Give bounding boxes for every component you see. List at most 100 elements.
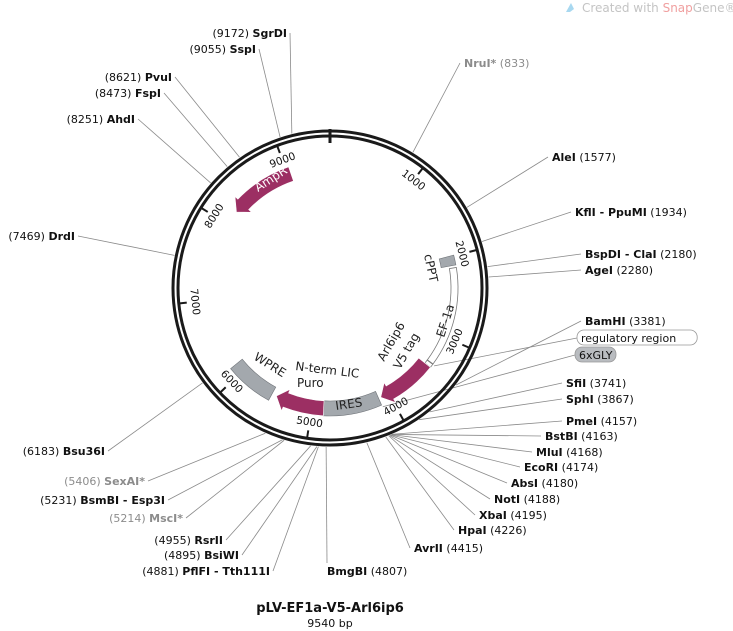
callouts: regulatory region 6xGLY [574,329,698,363]
enzyme-name: BsmBI - Esp3I [80,494,165,507]
enzyme-name: AleI [552,151,576,164]
enzyme-site[interactable]: HpaI (4226) [458,524,527,537]
enzyme-leader-line [366,442,411,549]
enzyme-leader-line [174,76,240,158]
enzyme-site[interactable]: MluI (4168) [536,446,603,459]
enzyme-site[interactable]: (5406) SexAI* [64,475,145,488]
callout-label[interactable]: 6xGLY [579,349,613,362]
enzyme-site[interactable]: AleI (1577) [552,151,616,164]
enzyme-name: BspDI - ClaI [585,248,657,261]
enzyme-site[interactable]: (7469) DrdI [8,230,75,243]
enzyme-leader-line [185,439,285,519]
enzyme-site[interactable]: KflI - PpuMI (1934) [575,206,687,219]
enzyme-site[interactable]: (4955) RsrII [154,534,223,547]
enzyme-leader-line [390,434,521,468]
enzyme-site[interactable]: SfiI (3741) [566,377,626,390]
enzyme-position: (8251) [67,113,107,126]
tick-mark [201,207,209,213]
enzyme-position: (9055) [189,43,229,56]
enzyme-name: FspI [135,87,161,100]
enzyme-leader-line [77,235,175,256]
feature-wpre[interactable] [230,358,277,401]
tick-mark [469,249,477,253]
tick-label: 8000 [202,202,226,231]
enzyme-position: (1577) [576,151,616,164]
enzyme-site[interactable]: (6183) Bsu36I [23,445,105,458]
enzyme-name: XbaI [479,509,507,522]
feature-arl6ip6[interactable] [380,357,431,404]
enzyme-site[interactable]: (8473) FspI [95,87,161,100]
feature-label-puro: Puro [297,376,324,390]
enzyme-position: (4881) [142,565,182,578]
enzyme-name: PvuI [145,71,172,84]
enzyme-position: (2280) [613,264,653,277]
feature-puro[interactable] [276,388,325,417]
enzyme-position: (4415) [443,542,483,555]
enzyme-leader-line [481,211,572,242]
enzyme-site[interactable]: (4881) PflFI - Tth111I [142,565,270,578]
enzyme-site[interactable]: NotI (4188) [494,493,560,506]
enzyme-site[interactable]: AbsI (4180) [511,477,578,490]
enzyme-site[interactable]: EcoRI (4174) [524,461,598,474]
enzyme-leader-line [241,446,318,556]
enzyme-site[interactable]: SphI (3867) [566,393,634,406]
enzyme-name: BstBI [545,430,578,443]
enzyme-leader-line [167,439,283,501]
enzyme-name: NruI* [464,57,497,70]
enzyme-leader-line [391,434,533,453]
enzyme-site[interactable]: BamHI (3381) [585,315,666,328]
enzyme-site[interactable]: AvrII (4415) [414,542,483,555]
enzyme-site[interactable]: (8621) PvuI [105,71,172,84]
enzyme-site[interactable]: NruI* (833) [464,57,529,70]
enzyme-leader-line [225,445,311,541]
enzyme-position: (5231) [40,494,80,507]
enzyme-name: BsiWI [204,549,239,562]
callout-label[interactable]: regulatory region [581,332,676,345]
enzyme-name: SgrDI [253,27,287,40]
enzyme-name: PflFI - Tth111I [182,565,270,578]
enzyme-site[interactable]: BspDI - ClaI (2180) [585,248,697,261]
tick-label: 7000 [187,288,202,316]
enzyme-site[interactable]: PmeI (4157) [566,415,637,428]
enzyme-name: SexAI* [104,475,145,488]
enzyme-name: MscI* [149,512,183,525]
enzyme-leader-line [289,32,293,134]
enzyme-name: HpaI [458,524,487,537]
feature-labels: AmpR cPPT EF-1a Arl6ip6 V5 tag N-term LI… [251,163,457,413]
enzyme-site[interactable]: BmgBI (4807) [327,565,407,578]
enzyme-leader-line [412,62,461,153]
enzyme-position: (8473) [95,87,135,100]
backbone-outer [171,129,489,447]
tick-label: 1000 [399,168,427,194]
leader-lines [77,32,582,572]
enzyme-site[interactable]: (4895) BsiWI [164,549,239,562]
enzyme-site[interactable]: (9055) SspI [189,43,256,56]
feature-cppt[interactable] [438,254,457,268]
enzyme-site[interactable]: (5231) BsmBI - Esp3I [40,494,165,507]
enzyme-position: (4807) [367,565,407,578]
enzyme-leader-line [487,253,582,267]
enzyme-position: (2180) [657,248,697,261]
enzyme-position: (4188) [520,493,560,506]
enzyme-leader-line [455,320,582,386]
enzyme-labels: (9172) SgrDI (9055) SspI (8621) PvuI (8473)… [8,27,696,578]
feature-ampr[interactable] [234,166,294,213]
enzyme-position: (1934) [647,206,687,219]
enzyme-site[interactable]: (5214) MscI* [109,512,183,525]
enzyme-position: (7469) [8,230,48,243]
enzyme-site[interactable]: BstBI (4163) [545,430,618,443]
enzyme-position: (3741) [586,377,626,390]
enzyme-name: BmgBI [327,565,367,578]
enzyme-site[interactable]: AgeI (2280) [585,264,653,277]
enzyme-site[interactable]: (8251) AhdI [67,113,135,126]
enzyme-leader-line [488,269,582,278]
enzyme-leader-line [391,434,542,437]
enzyme-leader-line [137,118,211,184]
enzyme-site[interactable]: XbaI (4195) [479,509,547,522]
watermark-text: Created with SnapGene® [582,1,733,15]
enzyme-site[interactable]: (9172) SgrDI [212,27,287,40]
enzyme-name: AbsI [511,477,538,490]
enzyme-name: MluI [536,446,563,459]
enzyme-leader-line [107,382,203,452]
